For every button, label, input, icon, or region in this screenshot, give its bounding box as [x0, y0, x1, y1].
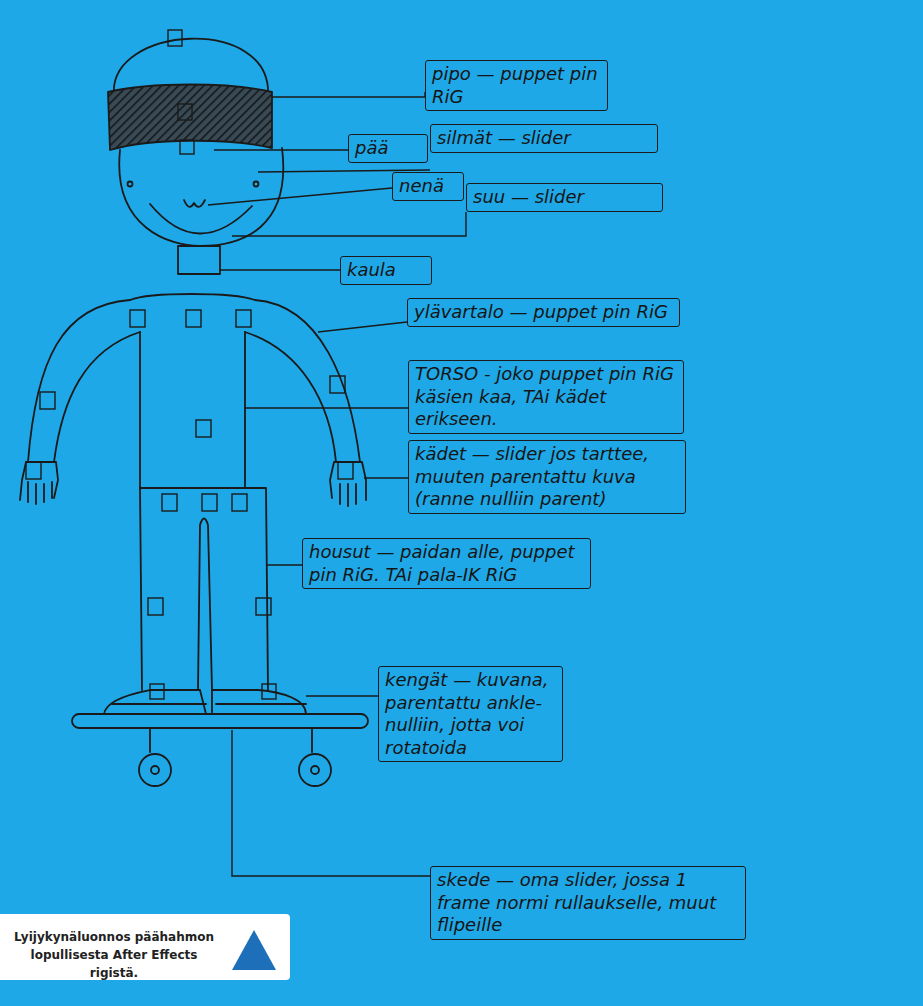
label-box: kaula — [340, 256, 432, 285]
skateboard-wheel — [299, 754, 331, 786]
pin — [236, 310, 251, 327]
skateboard-wheel — [311, 766, 319, 774]
leader-line — [245, 407, 408, 408]
label-box: kengät — kuvana, parentattu ankle-nullii… — [378, 666, 563, 762]
pin — [168, 30, 182, 46]
pin — [162, 494, 177, 511]
label-box: ylävartalo — puppet pin RiG — [407, 298, 680, 327]
pin — [180, 140, 194, 154]
eye — [254, 182, 259, 187]
label-text: housut — paidan alle, puppet pin RiG. TA… — [309, 541, 584, 586]
pin — [338, 462, 353, 479]
label-text: ylävartalo — puppet pin RiG — [414, 301, 673, 324]
pin — [150, 684, 164, 699]
leader-line — [306, 695, 378, 696]
label-text: silmät — slider — [437, 127, 651, 150]
skateboard-truck — [150, 728, 312, 752]
pin — [196, 420, 211, 437]
label-text: kädet — slider jos tarttee, muuten paren… — [415, 443, 679, 511]
pin — [178, 104, 192, 120]
leader-line — [232, 212, 466, 236]
eye — [128, 182, 133, 187]
figure — [20, 39, 368, 786]
label-box: suu — slider — [466, 183, 663, 212]
caption-triangle — [0, 914, 290, 980]
label-box: pää — [348, 134, 428, 163]
shoe — [212, 690, 306, 714]
label-box: kädet — slider jos tarttee, muuten paren… — [408, 440, 686, 514]
pin — [256, 598, 271, 615]
hand — [330, 462, 366, 506]
label-text: kengät — kuvana, parentattu ankle-nullii… — [385, 669, 556, 759]
pin — [148, 598, 163, 615]
label-box: housut — paidan alle, puppet pin RiG. TA… — [302, 538, 591, 589]
arm — [245, 332, 336, 462]
shoe-sole — [112, 703, 306, 705]
pin — [40, 392, 55, 409]
label-text: pipo — puppet pin RiG — [432, 63, 601, 108]
caption-box: Lyijykynäluonnos päähahmon lopullisesta … — [0, 914, 290, 980]
label-text: skede — oma slider, jossa 1 frame normi … — [437, 869, 739, 937]
skateboard-wheel — [151, 766, 159, 774]
pin — [186, 310, 201, 327]
caption-text: Lyijykynäluonnos päähahmon lopullisesta … — [8, 928, 220, 982]
label-box: nenä — [392, 172, 464, 201]
label-text: TORSO - joko puppet pin RiG käsien kaa, … — [415, 363, 677, 431]
leader-line — [208, 188, 392, 205]
leader-line — [318, 322, 407, 332]
skateboard-wheel — [139, 754, 171, 786]
leader-line — [214, 149, 348, 150]
pin — [232, 494, 247, 511]
label-text: pää — [355, 137, 421, 160]
leader-line — [272, 92, 425, 97]
puppet-pins — [26, 30, 353, 699]
label-box: silmät — slider — [430, 124, 658, 153]
label-box: skede — oma slider, jossa 1 frame normi … — [430, 866, 746, 940]
pin — [202, 494, 217, 511]
arm — [255, 300, 360, 462]
leader-line — [220, 269, 340, 270]
label-text: nenä — [399, 175, 457, 198]
label-text: kaula — [347, 259, 425, 282]
shoulders — [130, 294, 255, 300]
arm — [54, 332, 140, 462]
label-box: TORSO - joko puppet pin RiG käsien kaa, … — [408, 360, 684, 434]
pants — [140, 488, 268, 690]
leader-line — [364, 477, 408, 478]
triangle-marker — [232, 930, 276, 970]
nose — [184, 200, 205, 207]
head — [119, 148, 283, 246]
leader-line — [266, 564, 302, 565]
neck — [178, 246, 220, 274]
skateboard-deck — [72, 714, 368, 728]
torso — [140, 332, 245, 488]
mouth — [150, 204, 252, 234]
pin — [262, 684, 276, 699]
pin — [130, 310, 145, 327]
pin — [330, 376, 345, 393]
label-box: pipo — puppet pin RiG — [425, 60, 608, 111]
pin — [26, 462, 41, 479]
hand — [20, 462, 58, 504]
shoe — [104, 690, 206, 714]
label-text: suu — slider — [473, 186, 656, 209]
